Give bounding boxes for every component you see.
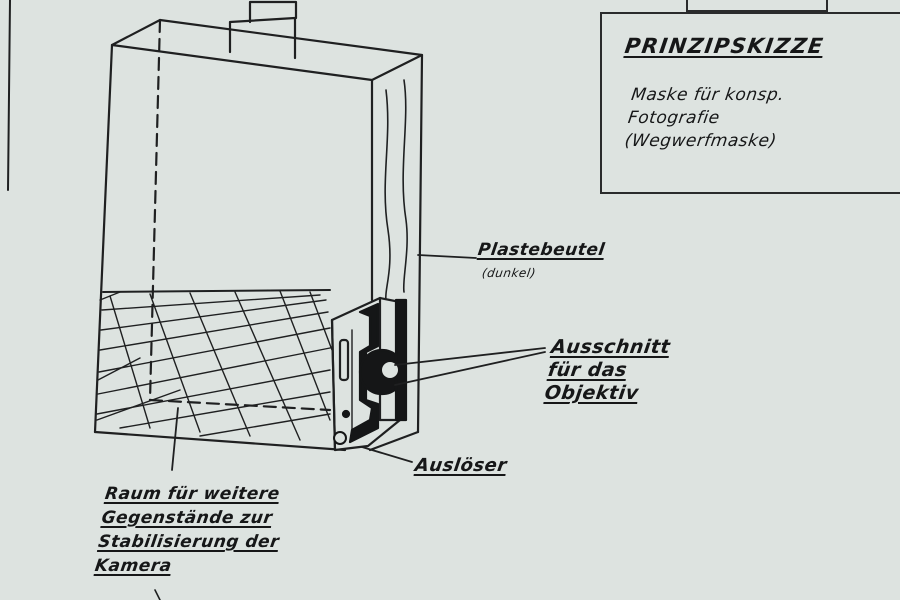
stabilizer-hatching (96, 289, 333, 441)
title-box (600, 12, 900, 194)
camera-body-fill (341, 298, 408, 444)
bag-outline (93, 18, 424, 452)
sketch-description: Maske für konsp. Fotografie (Wegwerfmask… (623, 85, 786, 151)
sketch-title: PRINZIPSKIZZE (623, 34, 826, 58)
shutter-release-icon (333, 431, 347, 445)
bottom-mark (154, 589, 161, 600)
title-box-tab (686, 0, 828, 12)
bag-top-flap (228, 0, 298, 60)
label-plastic-bag-note: (dunkel) (481, 266, 537, 280)
label-stabilizer-space: Raum für weitere Gegenstände zur Stabili… (93, 484, 282, 576)
leader-lines (171, 254, 546, 471)
label-plastic-bag: Plastebeutel (476, 240, 607, 260)
page-edge-line (7, 0, 11, 191)
label-lens-cutout: Ausschnitt für das Objektiv (543, 336, 672, 404)
label-shutter-release: Auslöser (413, 455, 509, 476)
bag-side-sheen (384, 79, 408, 301)
